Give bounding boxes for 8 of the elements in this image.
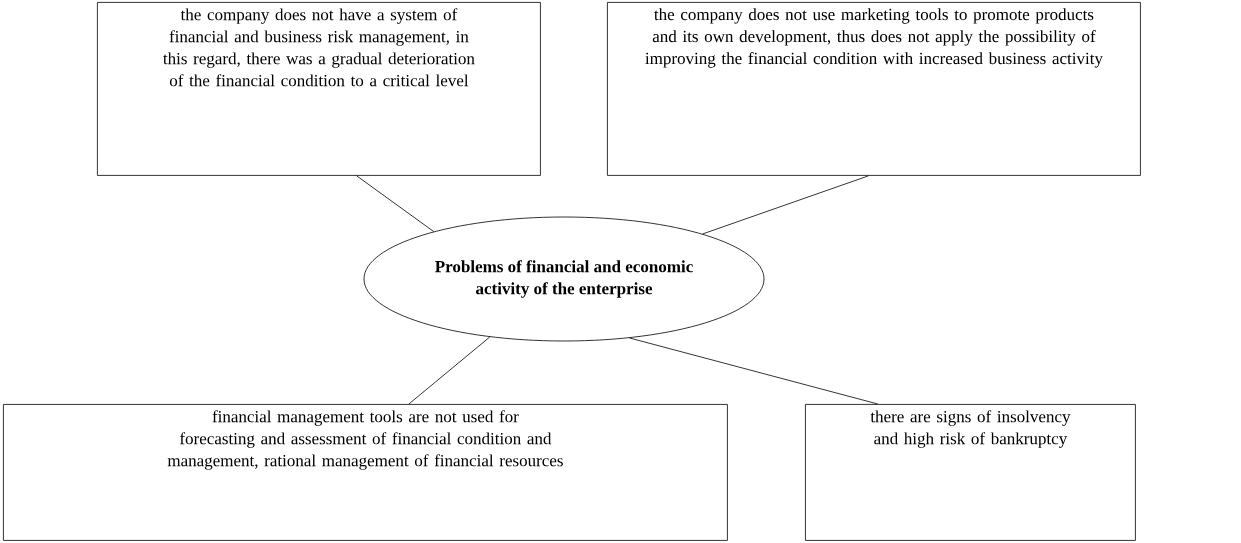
connector-line: [629, 337, 879, 405]
text-box: there are signs of insolvency and high risk of bankruptcy: [805, 404, 1136, 541]
connector-line: [702, 175, 869, 235]
connector-line: [408, 336, 491, 405]
text-box: the company does not have a system of financial and business risk management, in this regard, there was a gradual deterioration of the financial condition to a critical level: [97, 2, 541, 176]
text-box: the company does not use marketing tools to promote products and its own development, thus does not apply the possibility of improving the financial condition with increased business activity: [607, 2, 1141, 176]
text-box: financial management tools are not used for forecasting and assessment of financial condition and management, rational management of financial resources: [3, 404, 728, 541]
connector-line: [356, 175, 435, 232]
